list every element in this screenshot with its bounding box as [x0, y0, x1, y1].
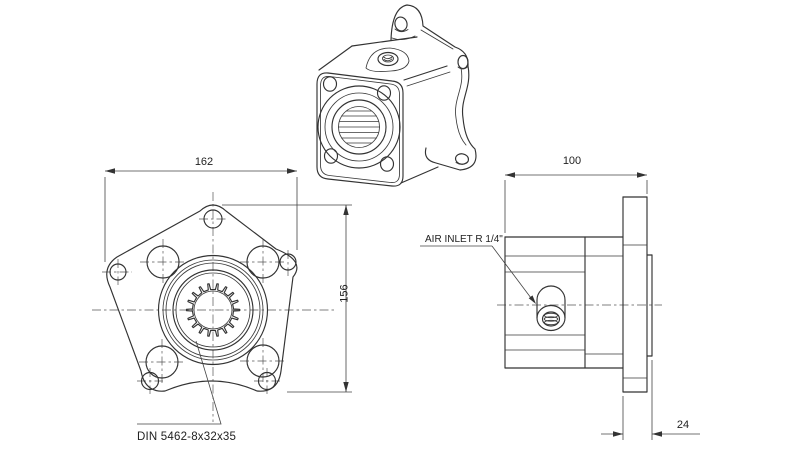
dim-front-width-label: 162	[194, 156, 214, 168]
iso-air-inlet-boss	[365, 47, 410, 72]
dim-flange-thickness	[601, 360, 700, 440]
front-view-spline	[185, 283, 241, 337]
dim-side-depth	[504, 172, 648, 233]
front-view-centerlines	[92, 192, 336, 422]
air-inlet-boss	[536, 285, 566, 332]
dim-side-depth-label: 100	[562, 155, 582, 167]
front-view-corner-holes	[109, 209, 297, 391]
dim-flange-thickness-label: 24	[676, 419, 690, 431]
air-inlet-label: AIR INLET R 1/4"	[425, 234, 503, 245]
iso-front-flange	[316, 72, 404, 187]
leader-air-inlet	[420, 245, 536, 304]
iso-spline-hatch	[338, 110, 380, 144]
dim-front-height-label: 156	[338, 284, 351, 303]
front-view-outline	[106, 204, 298, 392]
spline-spec-label: DIN 5462-8x32x35	[137, 431, 237, 443]
side-view	[420, 172, 700, 440]
iso-body-edges	[318, 36, 451, 184]
front-view-bolt-holes	[145, 245, 280, 379]
iso-spline-bore	[317, 85, 401, 169]
side-view-body	[504, 236, 624, 369]
dim-front-height	[222, 204, 352, 393]
dim-front-width	[104, 168, 298, 262]
leader-spline-spec	[137, 340, 222, 425]
side-view-flange	[622, 196, 653, 393]
front-view	[92, 168, 352, 425]
iso-rear-flange	[390, 4, 477, 171]
isometric-view	[316, 4, 477, 187]
front-view-bore-circles	[157, 254, 269, 366]
